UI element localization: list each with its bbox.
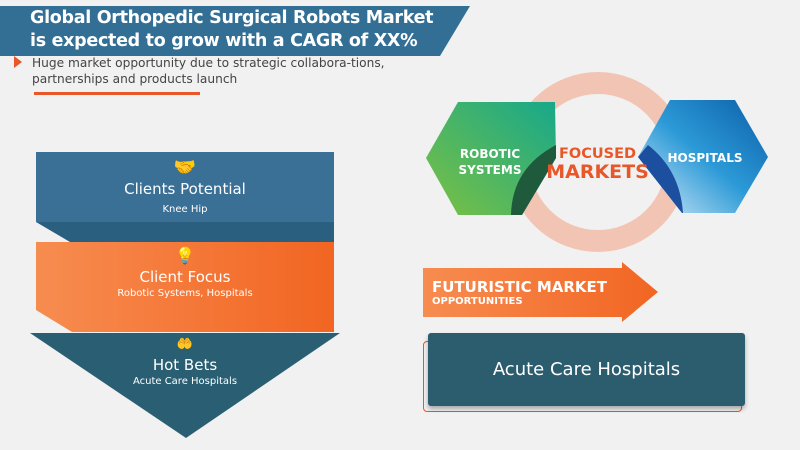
acute-care-box: Acute Care Hospitals bbox=[428, 333, 745, 406]
funnel-block-2 bbox=[36, 242, 334, 310]
title-banner bbox=[0, 6, 470, 56]
focused-label: FOCUSED bbox=[558, 146, 637, 162]
funnel-title-3: Hot Bets bbox=[152, 356, 218, 374]
funnel-title-1: Clients Potential bbox=[124, 180, 246, 198]
funnel-subtitle-2: Robotic Systems, Hospitals bbox=[117, 288, 253, 299]
markets-label: MARKETS bbox=[546, 161, 649, 183]
funnel-subtitle-3: Acute Care Hospitals bbox=[132, 376, 238, 387]
funnel-title-2: Client Focus bbox=[139, 268, 231, 286]
funnel-triangle bbox=[30, 333, 340, 438]
page-title: Global Orthopedic Surgical Robots Market… bbox=[30, 8, 434, 51]
futuristic-arrow bbox=[423, 262, 658, 322]
futuristic-subtitle: OPPORTUNITIES bbox=[432, 296, 523, 307]
bullet-arrow-icon bbox=[14, 56, 22, 68]
handshake-icon: 🤝 bbox=[173, 157, 197, 178]
underline bbox=[34, 92, 200, 95]
funnel-fold-1 bbox=[36, 222, 334, 242]
bullet-text: Huge market opportunity due to strategic… bbox=[32, 56, 385, 86]
funnel-fold-2 bbox=[36, 310, 334, 332]
funnel-block-1 bbox=[36, 152, 334, 222]
lightbulb-icon: 💡 bbox=[175, 246, 195, 265]
hexagon-hospitals-label: HOSPITALS bbox=[667, 151, 743, 165]
hand-box-icon: 🤲 bbox=[176, 337, 194, 352]
funnel-subtitle-1: Knee Hip bbox=[162, 204, 208, 215]
futuristic-title: FUTURISTIC MARKET bbox=[432, 278, 608, 296]
